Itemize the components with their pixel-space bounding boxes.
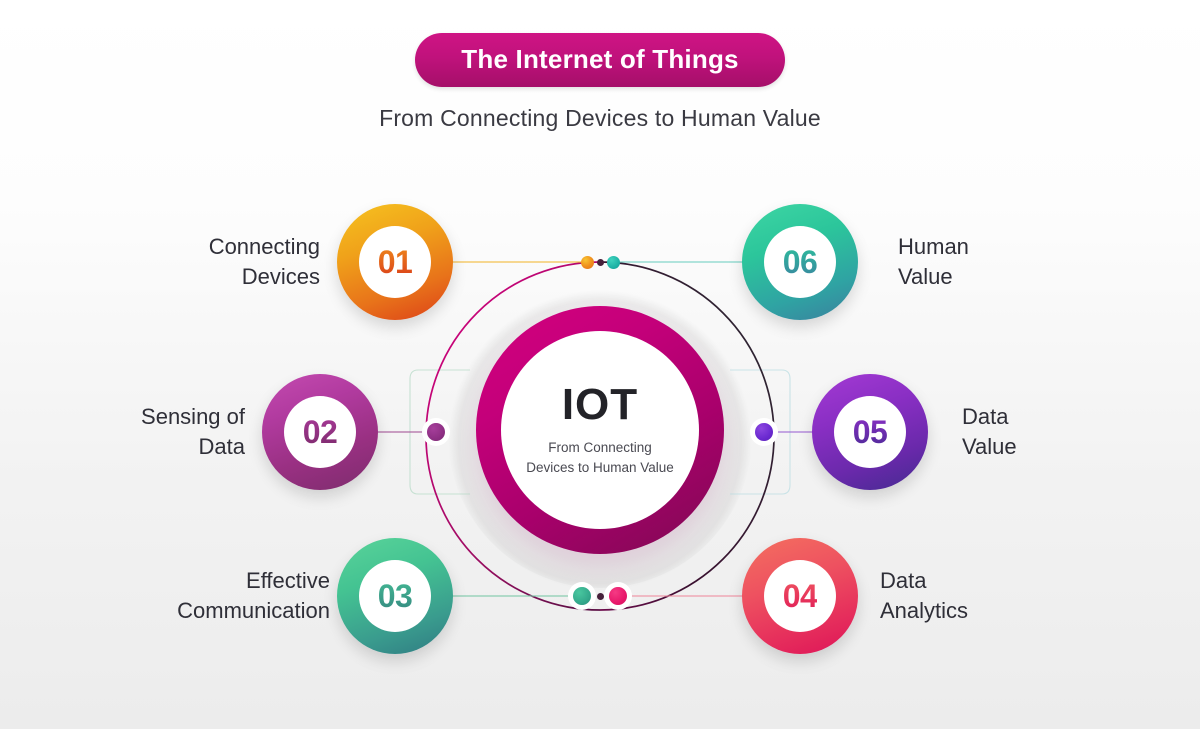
connector-dot-06 — [606, 255, 620, 269]
node-02-badge: 02 — [284, 396, 356, 468]
node-06-number: 06 — [782, 243, 818, 280]
node-01[interactable]: 01 — [337, 204, 453, 320]
connector-dot-02 — [427, 423, 445, 441]
center-hub-content: IOT From Connecting Devices to Human Val… — [501, 331, 699, 529]
node-04-badge: 04 — [764, 560, 836, 632]
header: The Internet of Things From Connecting D… — [0, 0, 1200, 132]
node-05-number: 05 — [852, 413, 888, 450]
node-05-badge: 05 — [834, 396, 906, 468]
node-01-number: 01 — [377, 243, 413, 280]
node-05[interactable]: 05 — [812, 374, 928, 490]
node-02[interactable]: 02 — [262, 374, 378, 490]
node-04-label: Data Analytics — [880, 568, 969, 623]
hub-subtitle: From Connecting Devices to Human Value — [526, 439, 674, 475]
node-02-number: 02 — [302, 413, 338, 450]
node-03-number: 03 — [377, 577, 413, 614]
page-title: The Internet of Things — [415, 33, 785, 87]
node-03-badge: 03 — [359, 560, 431, 632]
node-01-label: Connecting Devices — [208, 234, 320, 289]
node-01-badge: 01 — [359, 226, 431, 298]
page-subtitle: From Connecting Devices to Human Value — [379, 105, 821, 131]
connector-dot-03 — [573, 587, 591, 605]
connector-dot-center-bottom — [596, 592, 604, 600]
node-02-label: Sensing of Data — [141, 404, 245, 459]
connector-dot-01 — [580, 255, 594, 269]
connector-dot-04 — [609, 587, 627, 605]
node-03[interactable]: 03 — [337, 538, 453, 654]
node-03-label: Effective Communication — [177, 568, 330, 623]
node-06[interactable]: 06 — [742, 204, 858, 320]
connector-dot-center-top — [596, 258, 604, 266]
hub-title: IOT — [561, 379, 639, 429]
node-04-number: 04 — [782, 577, 818, 614]
node-06-badge: 06 — [764, 226, 836, 298]
center-hub: IOT From Connecting Devices to Human Val… — [476, 306, 724, 554]
node-04[interactable]: 04 — [742, 538, 858, 654]
node-05-label: Data Value — [962, 404, 1017, 459]
connector-dot-05 — [755, 423, 773, 441]
node-06-label: Human Value — [898, 234, 969, 289]
